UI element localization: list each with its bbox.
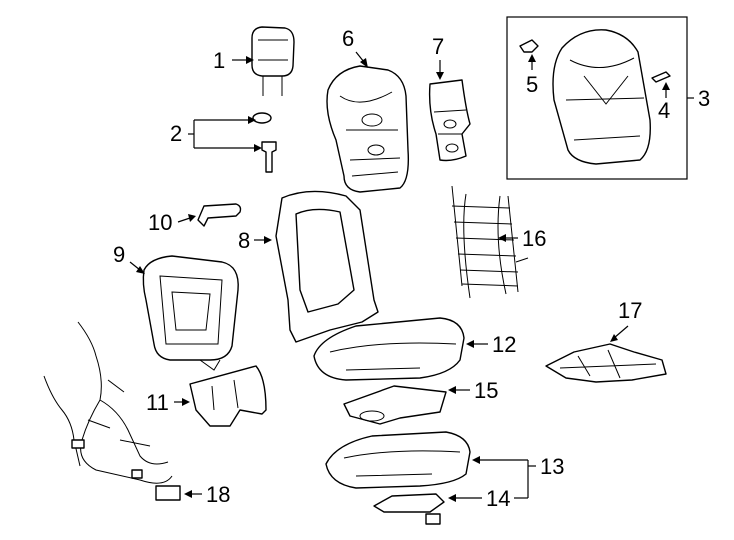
svg-text:5: 5 xyxy=(526,72,538,97)
callout-17: 17 xyxy=(610,298,642,342)
callout-4: 4 xyxy=(658,82,670,123)
callout-3: 3 xyxy=(687,86,710,111)
callout-13: 13 xyxy=(472,454,564,499)
suspension-mat-part xyxy=(451,185,529,299)
svg-text:1: 1 xyxy=(213,48,225,73)
callout-2: 2 xyxy=(170,116,262,152)
seatback-shell-part xyxy=(142,255,239,371)
handle-part xyxy=(197,203,242,227)
callout-5: 5 xyxy=(526,54,538,97)
seatback-pad-part xyxy=(552,29,651,165)
seat-track-part xyxy=(545,343,667,383)
svg-text:18: 18 xyxy=(206,482,230,507)
svg-text:16: 16 xyxy=(522,226,546,251)
callout-16: 16 xyxy=(498,226,546,251)
lower-back-panel-part xyxy=(189,365,267,427)
callout-7: 7 xyxy=(432,34,444,80)
callout-1: 1 xyxy=(213,48,254,73)
svg-text:4: 4 xyxy=(658,98,670,123)
callout-8: 8 xyxy=(238,228,272,253)
svg-text:11: 11 xyxy=(146,390,169,415)
callout-6: 6 xyxy=(342,26,368,68)
seatback-cover-part xyxy=(326,65,410,193)
callout-11: 11 xyxy=(146,390,190,415)
svg-text:17: 17 xyxy=(618,298,642,323)
svg-text:13: 13 xyxy=(540,454,564,479)
svg-text:15: 15 xyxy=(474,378,498,403)
callout-10: 10 xyxy=(148,210,196,235)
clip-part-5 xyxy=(519,39,539,53)
cushion-pad-part xyxy=(325,431,471,489)
callout-9: 9 xyxy=(113,242,145,274)
callout-15: 15 xyxy=(448,378,498,403)
wiring-harness-part xyxy=(43,321,181,501)
svg-text:12: 12 xyxy=(492,332,516,357)
svg-text:10: 10 xyxy=(148,210,172,235)
cushion-cover-part xyxy=(313,317,465,381)
seat-pan-bracket-part xyxy=(343,385,447,425)
svg-text:6: 6 xyxy=(342,26,354,51)
seatback-frame-part xyxy=(275,190,379,343)
callout-14: 14 xyxy=(448,486,510,511)
headrest-guide-part xyxy=(252,112,277,173)
svg-text:3: 3 xyxy=(698,86,710,111)
clip-part-4 xyxy=(651,71,671,83)
back-panel-part xyxy=(428,79,471,162)
callout-12: 12 xyxy=(466,332,516,357)
callout-18: 18 xyxy=(184,482,230,507)
svg-text:14: 14 xyxy=(486,486,510,511)
svg-text:9: 9 xyxy=(113,242,125,267)
svg-text:8: 8 xyxy=(238,228,250,253)
headrest-part xyxy=(251,26,295,96)
heater-pad-part xyxy=(373,493,445,525)
svg-text:7: 7 xyxy=(432,34,444,59)
svg-text:2: 2 xyxy=(170,121,182,146)
